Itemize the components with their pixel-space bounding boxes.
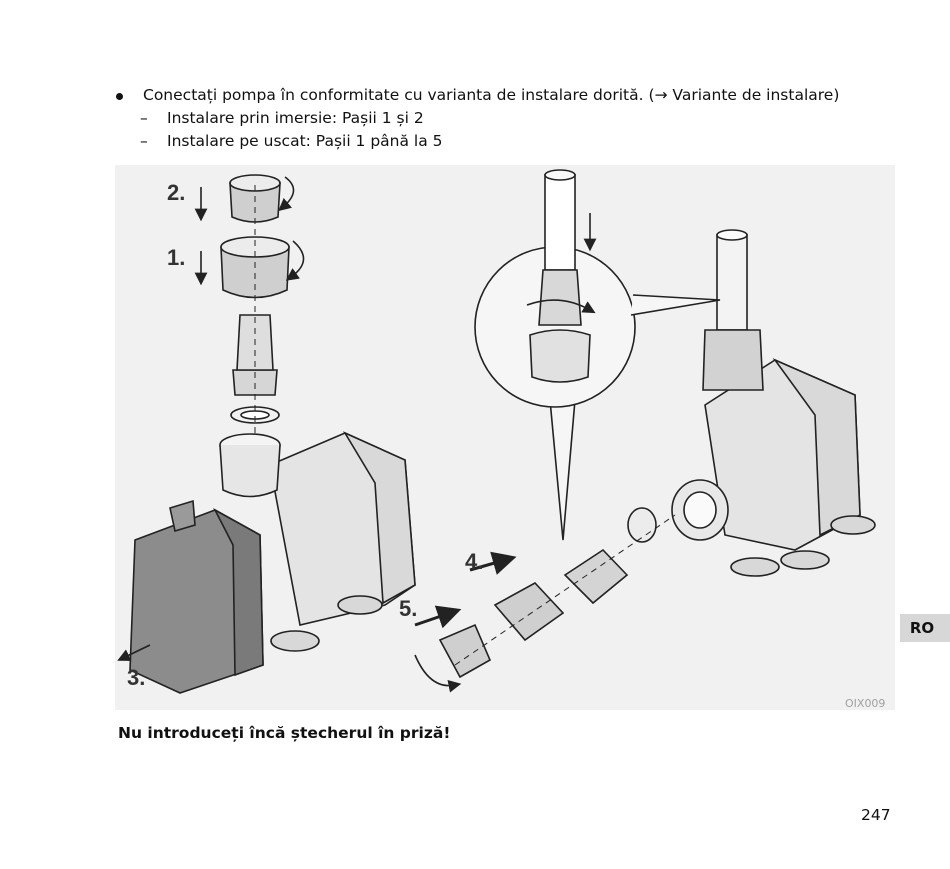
figure-code: OIX009 [845,697,886,710]
left-pump-assembly [117,174,416,694]
sub-item-dry: – Instalare pe uscat: Pașii 1 până la 5 [116,130,876,153]
language-tab: RO [900,614,950,642]
instruction-list: Conectați pompa în conformitate cu varia… [116,84,876,153]
step-label-2: 2. [167,180,185,205]
step-label-3: 3. [127,665,145,690]
pump-installation-illustration: 2. 1. 3. 4. 5. [115,165,895,710]
sub-item-text: Instalare prin imersie: Pașii 1 și 2 [167,109,424,127]
step-label-4: 4. [465,549,483,574]
sub-item-text: Instalare pe uscat: Pașii 1 până la 5 [167,132,443,150]
detail-callout [474,169,721,541]
dash-marker: – [140,109,148,127]
step-label-1: 1. [167,245,185,270]
warning-note: Nu introduceți încă ștecherul în priză! [118,724,451,742]
step-label-5: 5. [399,596,417,621]
sub-item-immersion: – Instalare prin imersie: Pașii 1 și 2 [116,107,876,130]
bullet-text: Conectați pompa în conformitate cu varia… [143,86,840,104]
dash-marker: – [140,132,148,150]
bullet-dot [116,84,123,107]
page-number: 247 [861,806,891,824]
right-pump-assembly [414,229,876,693]
bullet-item: Conectați pompa în conformitate cu varia… [116,84,876,107]
